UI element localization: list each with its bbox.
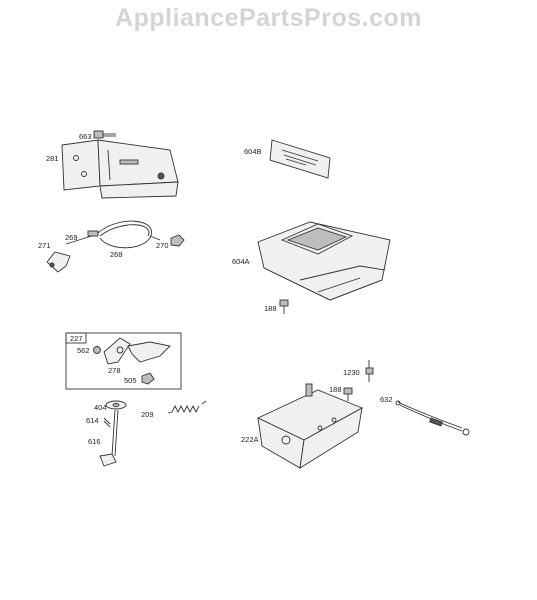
part-188-screw-2: [343, 387, 353, 401]
callout-188-2: 188: [329, 385, 342, 394]
part-281-control-bracket: [61, 139, 179, 199]
watermark-logo: AppliancePartsPros.com: [115, 4, 422, 32]
callout-269: 269: [65, 233, 78, 242]
part-268-cable: [65, 220, 161, 249]
callout-505: 505: [124, 376, 137, 385]
part-632-wire: [395, 400, 470, 436]
part-616-shaft-assembly: [99, 400, 127, 467]
callout-1230: 1230: [343, 368, 360, 377]
callout-616: 616: [88, 437, 101, 446]
part-271-lever: [46, 251, 71, 273]
callout-604A: 604A: [232, 257, 250, 266]
part-188-screw: [279, 299, 289, 314]
callout-188: 188: [264, 304, 277, 313]
part-604A-cover: [257, 221, 391, 301]
callout-404: 404: [94, 403, 107, 412]
part-663-screw: [93, 130, 116, 139]
callout-614: 614: [86, 416, 99, 425]
callout-271: 271: [38, 241, 51, 250]
callout-278: 278: [108, 366, 121, 375]
part-209-spring: [167, 400, 207, 414]
callout-270: 270: [156, 241, 169, 250]
callout-209: 209: [141, 410, 154, 419]
callout-227: 227: [70, 334, 83, 343]
callout-604B: 604B: [244, 147, 262, 156]
callout-562: 562: [77, 346, 90, 355]
part-222A-base-bracket: [256, 383, 364, 469]
callout-663: 663: [79, 132, 92, 141]
callout-222A: 222A: [241, 435, 259, 444]
part-227-kit-box: [65, 332, 182, 390]
part-604B-plate: [269, 139, 331, 179]
callout-268: 268: [110, 250, 123, 259]
callout-632: 632: [380, 395, 393, 404]
part-270-nut: [170, 234, 185, 247]
callout-281: 281: [46, 154, 59, 163]
part-1230-stud: [365, 360, 374, 382]
